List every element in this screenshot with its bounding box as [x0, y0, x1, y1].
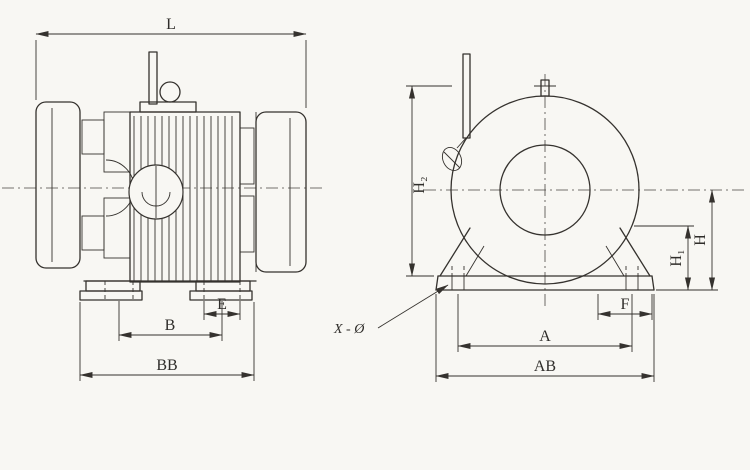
dimensions-end-view	[377, 85, 718, 382]
mounting-feet-side	[79, 280, 257, 301]
label-X-diameter: X - Ø	[333, 322, 365, 337]
left-end-cap	[35, 101, 81, 269]
label-H: H	[692, 234, 709, 246]
lifting-eyebolt	[159, 81, 181, 103]
right-end-cap	[255, 111, 307, 273]
end-cover-circle	[499, 144, 591, 236]
top-stud	[540, 79, 550, 97]
label-A: A	[539, 328, 551, 345]
label-AB: AB	[534, 358, 556, 375]
leader-line-mounting-hole	[377, 284, 449, 329]
label-L: L	[166, 16, 176, 33]
right-bearing-section	[239, 112, 257, 272]
label-F: F	[621, 296, 630, 313]
extension-lines-side	[35, 40, 307, 381]
lifting-rod	[441, 53, 471, 171]
foot-hole-lines	[451, 276, 639, 290]
label-BB: BB	[156, 357, 177, 374]
dimension-labels: L B BB E H₂ H₁ H F A AB X - Ø	[156, 16, 709, 375]
label-E: E	[217, 296, 227, 313]
label-H1: H₁	[668, 249, 685, 266]
foot-slot-lines	[104, 281, 241, 300]
extension-lines-end	[406, 85, 718, 382]
centerlines	[2, 74, 746, 308]
bearing-section	[81, 111, 135, 259]
side-view	[35, 51, 307, 301]
label-H2: H₂	[411, 176, 428, 193]
label-B: B	[165, 317, 176, 334]
dimensions-side-view	[35, 30, 307, 381]
terminal-stud	[148, 51, 158, 105]
